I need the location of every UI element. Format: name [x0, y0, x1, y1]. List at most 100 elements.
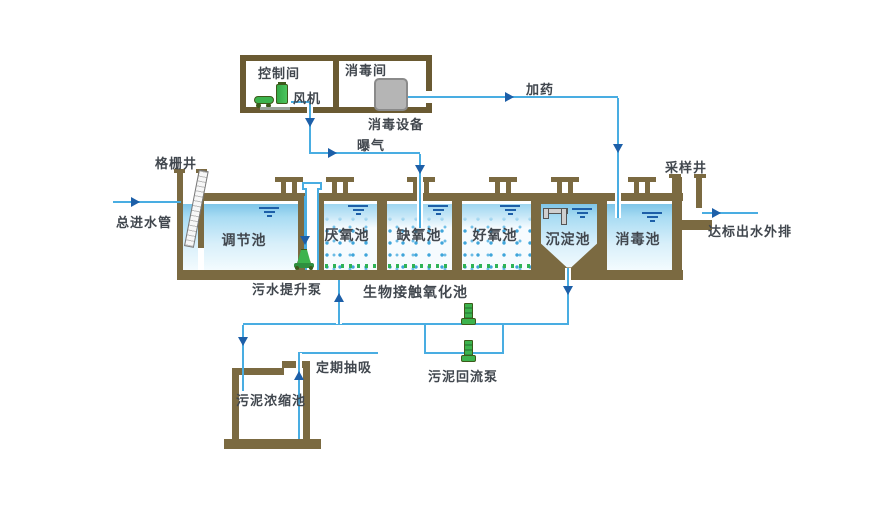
flow-arrow: [712, 208, 721, 218]
sampling-well-cap: [669, 174, 681, 178]
tank-top-slab: [198, 193, 683, 201]
periodic-suction-drop: [298, 353, 300, 439]
anaerobic-tank-label: 厌氧池: [324, 227, 370, 243]
blower-icon: [254, 82, 292, 110]
regulating-tank-water: [204, 204, 300, 270]
periodic-suction-label: 定期抽吸: [316, 360, 373, 375]
diffuser-row: [388, 264, 451, 268]
tank-wall: [597, 201, 607, 270]
water-surface-icon: [258, 207, 280, 219]
lift-pump-label: 污水提升泵: [252, 282, 323, 297]
pump-suction-line: [304, 196, 306, 250]
grid-well-left-wall: [177, 172, 183, 270]
sampling-well-right-wall: [696, 177, 702, 208]
manhole: [413, 181, 418, 194]
aerobic-tank-label: 好氧池: [472, 227, 518, 243]
tank-wall: [377, 201, 387, 270]
flow-arrow: [334, 293, 344, 302]
manhole: [551, 177, 579, 182]
tank-wall: [452, 201, 462, 270]
water-surface-icon: [347, 205, 369, 217]
manhole: [275, 177, 303, 182]
manhole: [645, 181, 650, 194]
tank-bottom-slab: [177, 270, 683, 280]
sludge-return-branch: [338, 280, 340, 324]
manhole: [634, 181, 639, 194]
manhole: [292, 181, 297, 194]
flow-arrow: [415, 165, 425, 174]
water-surface-icon: [499, 205, 521, 217]
sludge-thickener-label: 污泥浓缩池: [236, 393, 307, 408]
aeration-pipe-drop2: [419, 154, 421, 228]
manhole: [343, 181, 348, 194]
water-surface-icon: [571, 208, 593, 220]
anaerobic-tank-water: [324, 204, 377, 270]
sampling-well-left-wall: [672, 177, 682, 193]
aeration-pipe-drop1: [309, 103, 311, 153]
manhole: [495, 181, 500, 194]
manhole: [506, 181, 511, 194]
fan-label: 风机: [293, 91, 322, 106]
sedimentation-underflow-pipe: [567, 268, 569, 324]
manhole: [407, 177, 435, 182]
thickener-left-wall: [232, 368, 239, 441]
aeration-pipe: [309, 152, 420, 154]
inlet-pipe-label: 总进水管: [116, 215, 173, 230]
manhole: [568, 181, 573, 194]
inlet-baffle-pipe: [543, 208, 549, 219]
grid-well-cap: [174, 169, 185, 173]
lift-pipe: [305, 188, 319, 270]
sludge-to-thickener-pipe: [242, 325, 244, 391]
grid-well-label: 格栅井: [155, 156, 198, 171]
tank-right-wall: [672, 193, 682, 280]
manhole: [557, 181, 562, 194]
flow-arrow: [563, 286, 573, 295]
outlet-pipe: [702, 212, 758, 214]
inlet-baffle-pipe: [561, 208, 567, 225]
sludge-return-pump-icon: [461, 303, 476, 326]
flow-arrow: [238, 337, 248, 346]
thickener-bottom-slab: [224, 439, 321, 449]
flow-arrow: [131, 197, 140, 207]
sludge-return-pump-icon: [461, 340, 476, 363]
water-surface-icon: [641, 212, 663, 224]
tank-wall: [531, 201, 541, 270]
flow-arrow: [300, 236, 310, 245]
manhole: [489, 177, 517, 182]
fan-outlet-pipe: [291, 101, 311, 103]
sludge-return-pump-label: 污泥回流泵: [428, 369, 499, 384]
sludge-return-pipe: [243, 323, 569, 325]
disinfection-equipment-label: 消毒设备: [368, 117, 425, 132]
flow-arrow: [294, 371, 304, 380]
dosing-pipe-drop: [617, 98, 619, 218]
lift-pump-icon: [294, 249, 314, 270]
regulating-tank-label: 调节池: [221, 232, 267, 248]
manhole: [326, 177, 354, 182]
manhole: [628, 177, 656, 182]
aeration-label: 曝气: [357, 138, 386, 153]
flow-arrow: [613, 144, 623, 153]
periodic-suction-pipe: [298, 352, 378, 354]
anoxic-tank-label: 缺氧池: [396, 227, 442, 243]
disinfection-room-label: 消毒间: [345, 63, 388, 78]
outlet-label: 达标出水外排: [708, 224, 793, 239]
pump-bypass-pipe: [424, 325, 426, 353]
water-surface-icon: [427, 205, 449, 217]
diffuser-row: [325, 264, 376, 268]
diffuser-row: [463, 264, 530, 268]
manhole: [281, 181, 286, 194]
flow-arrow: [505, 92, 514, 102]
manhole: [332, 181, 337, 194]
building-divider-wall: [333, 55, 339, 113]
flow-arrow: [328, 148, 337, 158]
disinfection-tank-label: 消毒池: [615, 231, 661, 247]
sedimentation-tank-label: 沉淀池: [545, 231, 591, 247]
thickener-upper-rim: [282, 361, 310, 368]
sampling-well-label: 采样井: [665, 160, 708, 175]
control-room-label: 控制间: [258, 66, 301, 81]
sampling-well-cap: [694, 174, 706, 178]
flow-arrow: [305, 118, 315, 127]
thickener-right-wall: [303, 368, 310, 441]
bio-contact-tank-label: 生物接触氧化池: [363, 284, 468, 300]
